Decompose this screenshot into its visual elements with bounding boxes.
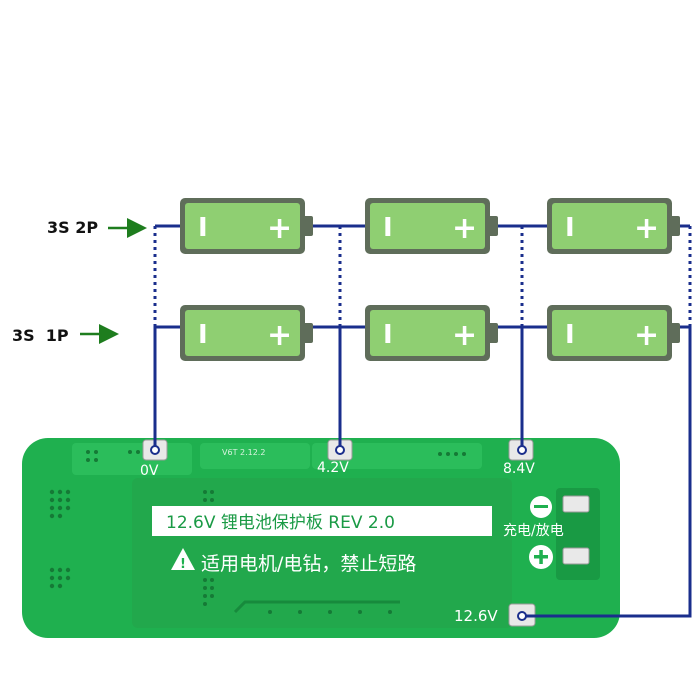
battery-cell: I+ [180,305,313,361]
config-labels: 3S 2P 3S 1P [12,218,147,345]
warning-triangle-icon [171,548,195,570]
battery-cell: I+ [547,198,680,254]
pad-label-4v2: 4.2V [317,460,349,476]
battery-terminal-cap [670,216,680,236]
label-3s1p: 3S 1P [12,326,69,345]
board-warning-text: 适用电机/电钻，禁止短路 [201,553,416,575]
battery-terminal-cap [488,216,498,236]
terminal-4v2 [335,445,345,455]
terminal-12v6 [517,611,527,621]
battery-cell: I+ [365,198,498,254]
battery-fill [185,203,300,249]
board-title-box [152,506,492,536]
label-3s2p: 3S 2P [47,218,98,237]
battery-minus-sign: I [383,320,393,350]
battery-cell: I+ [180,198,313,254]
battery-fill [370,310,485,356]
pad-label-8v4: 8.4V [503,461,535,477]
battery-fill [552,203,667,249]
battery-terminal-cap [488,323,498,343]
wire-terminals [150,445,527,621]
board-top-strip-right [312,443,482,469]
battery-plus-sign: + [267,318,292,353]
parallel-links [153,226,692,327]
battery-terminal-cap [303,216,313,236]
wire-8v4 [490,325,524,450]
board-trace [233,600,400,614]
board-top-strip-mid [200,443,310,469]
battery-minus-sign: I [565,320,575,350]
warning-exclamation: ! [180,557,186,572]
connector-pad-minus [562,495,590,513]
protection-board: V6T 2.12.2 12.6V 锂电池保护板 REV 2.0 ! 适用电机/电… [22,438,620,638]
board-vias [49,450,466,614]
battery-plus-sign: + [452,211,477,246]
pad-label-0v: 0V [140,463,159,479]
minus-bar [534,505,548,508]
battery-terminal-cap [670,323,680,343]
battery-plus-sign: + [452,318,477,353]
terminal-8v4 [517,445,527,455]
plus-bar-v [539,550,543,564]
battery-terminal-cap [303,323,313,343]
battery-fill [185,310,300,356]
charge-discharge-label: 充电/放电 [503,523,564,539]
battery-plus-sign: + [634,211,659,246]
battery-minus-sign: I [383,213,393,243]
battery-minus-sign: I [198,213,208,243]
connector-pad-plus [562,547,590,565]
board-title: 12.6V 锂电池保护板 REV 2.0 [166,513,395,533]
battery-minus-sign: I [565,213,575,243]
wire-0v [153,325,180,450]
battery-plus-sign: + [634,318,659,353]
battery-minus-sign: I [198,320,208,350]
pad-label-12v6: 12.6V [454,607,498,625]
silk-code: V6T 2.12.2 [222,448,265,457]
board-top-strip-left [72,443,192,475]
battery-cell: I+ [547,305,680,361]
wire-12v6 [522,325,692,618]
battery-plus-sign: + [267,211,292,246]
battery-fill [552,310,667,356]
battery-fill [370,203,485,249]
terminal-0v [150,445,160,455]
battery-cells: I+I+I+I+I+I+ [180,198,680,361]
battery-cell: I+ [365,305,498,361]
wire-4v2 [305,325,342,450]
